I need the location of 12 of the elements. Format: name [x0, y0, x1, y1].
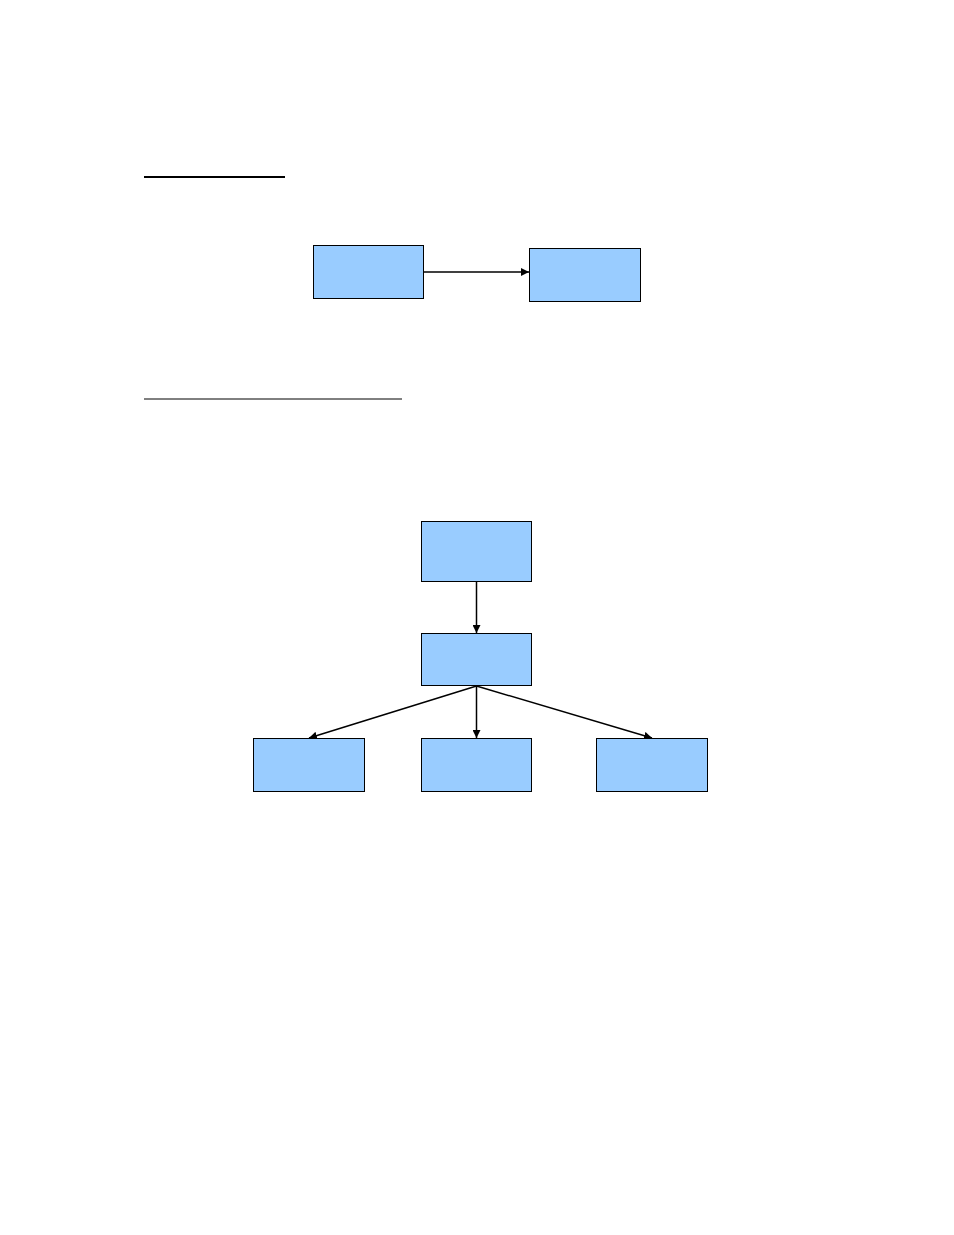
- box-node: [253, 738, 365, 792]
- box-node: [596, 738, 708, 792]
- box-node: [421, 521, 532, 582]
- box-node: [529, 248, 641, 302]
- arrow: [423, 268, 530, 276]
- arrow: [472, 685, 481, 739]
- arrow: [308, 685, 478, 740]
- arrow: [472, 581, 481, 634]
- box-node: [421, 633, 532, 686]
- box-node: [313, 245, 424, 299]
- box-node: [421, 738, 532, 792]
- arrow: [475, 685, 653, 740]
